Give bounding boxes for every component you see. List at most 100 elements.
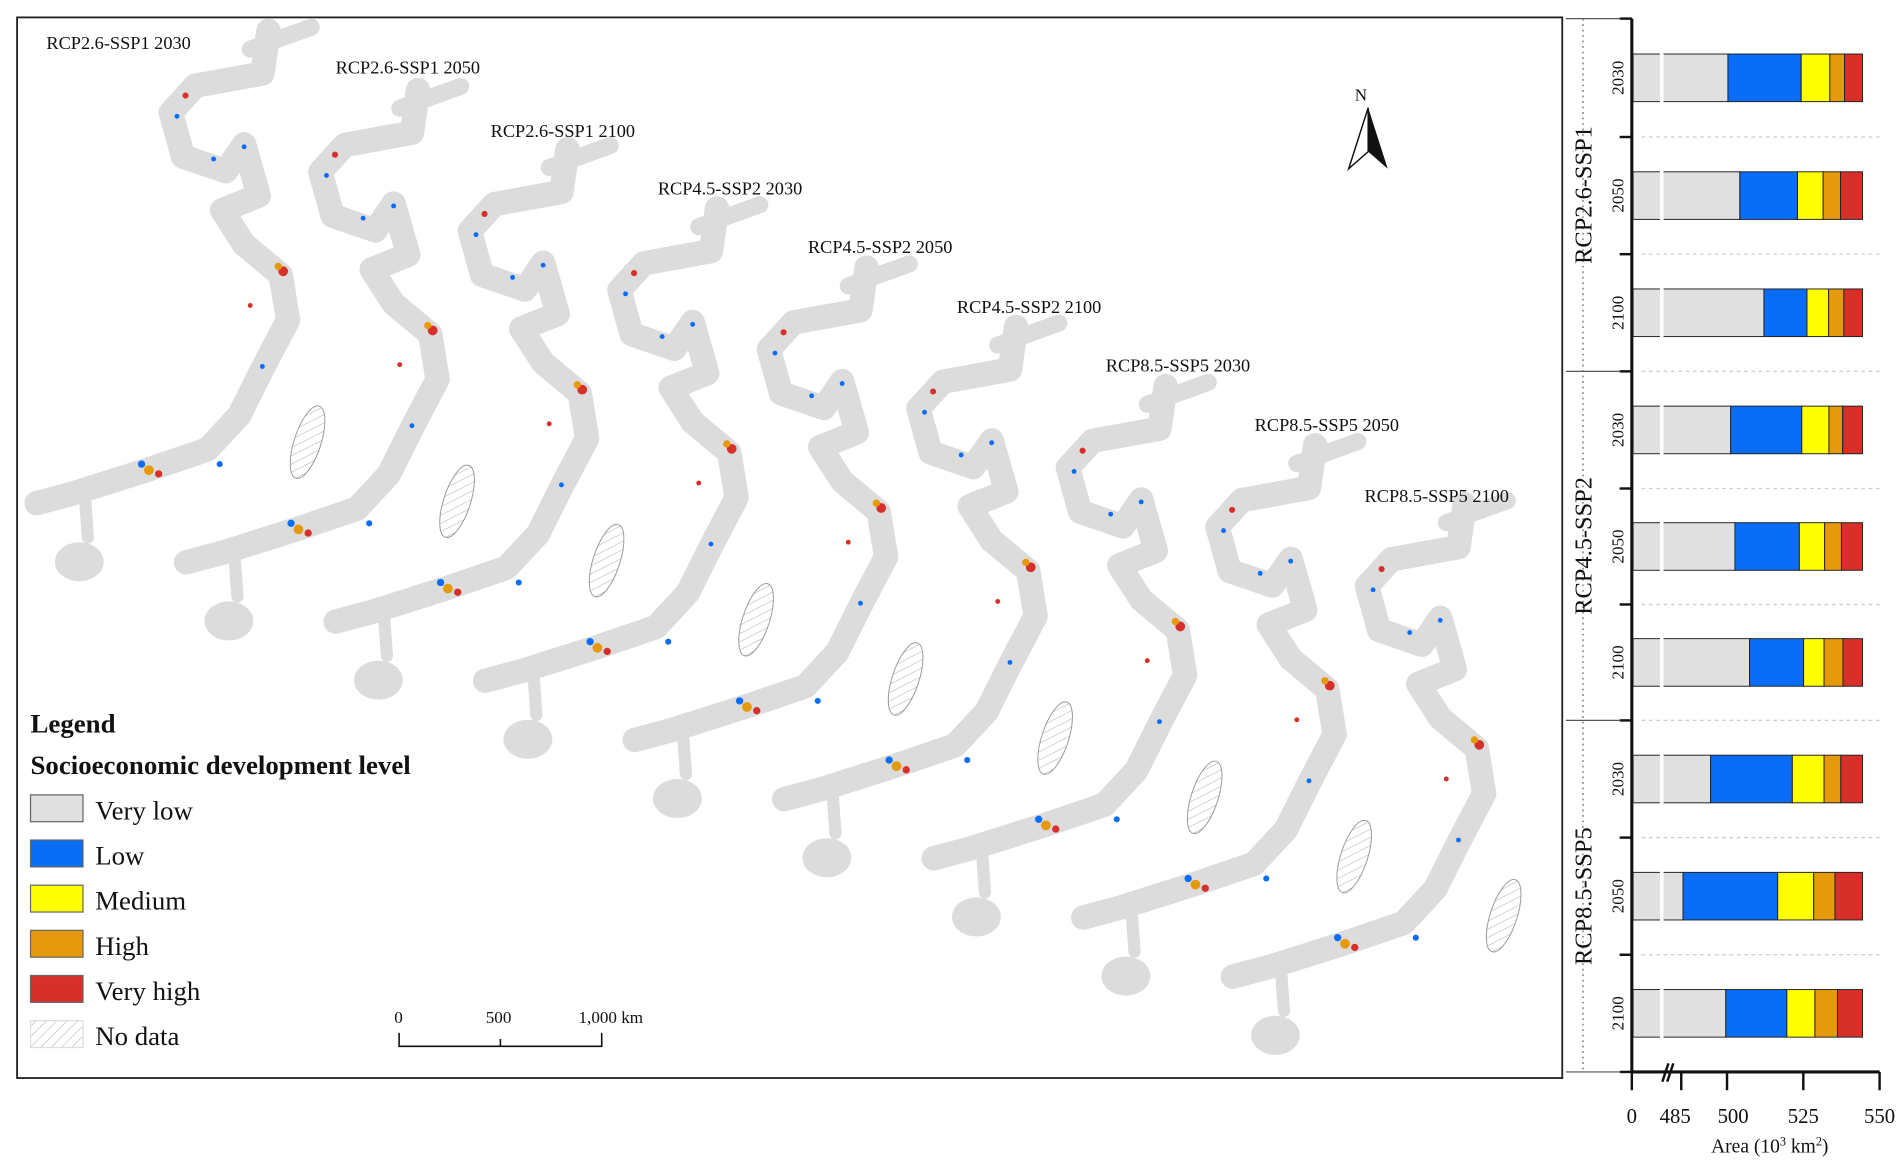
legend-label: Very high [95,976,201,1006]
x-tick-label: 500 [1718,1106,1749,1128]
map-label: RCP4.5-SSP2 2030 [658,178,802,198]
bar-segment-low [1739,171,1798,220]
x-axis-label-part: km [1786,1136,1816,1157]
legend-label: Medium [95,886,186,916]
group-label: RCP4.5-SSP2 [1571,477,1598,615]
bar-segment-very-high [1840,754,1863,804]
year-label: 2030 [1608,61,1627,95]
map-panel: RCP4.5-SSP2 2050 [635,237,952,818]
bar-segment-very-low [1632,989,1727,1038]
bar-segment-high [1828,405,1844,455]
x-tick-label: 485 [1660,1106,1691,1128]
bar-segment-medium [1798,522,1826,571]
bar-segment-very-low [1632,171,1741,220]
legend-swatch-very_high [29,974,84,1003]
bar-segment-medium [1800,53,1831,103]
year-label: 2100 [1608,645,1627,679]
bar-segment-medium [1803,638,1825,687]
map-panel: RCP4.5-SSP2 2030 [485,178,802,758]
scale-label-500: 500 [486,1008,512,1027]
map-label: RCP8.5-SSP5 2030 [1106,355,1250,375]
x-axis-label-part: ) [1822,1136,1829,1157]
map-label: RCP2.6-SSP1 2050 [336,58,480,78]
axis-break-gap [1659,404,1664,455]
bar-segment-very-low [1632,522,1736,571]
bar-segment-low [1734,522,1800,571]
bar-segment-low [1730,405,1803,455]
bar-segment-very-low [1632,288,1765,338]
scale-label-0: 0 [394,1008,403,1027]
bar-segment-high [1828,288,1845,338]
bar-segment-very-high [1842,405,1863,455]
bar-segment-very-low [1632,754,1712,804]
bar-segment-very-high [1844,53,1863,103]
bar-segment-very-high [1843,288,1863,338]
north-arrow-icon: N [1347,85,1388,172]
bar-segment-very-high [1836,989,1863,1038]
bar-segment-low [1682,871,1779,921]
bar-segment-very-high [1842,638,1863,687]
bar-segment-low [1763,288,1808,338]
axis-break-gap [1659,52,1664,103]
map-label: RCP2.6-SSP1 2030 [46,33,190,53]
map-label: RCP8.5-SSP5 2100 [1365,486,1509,506]
axis-break-gap [1659,988,1664,1039]
bar-segment-high [1823,754,1842,804]
bar-segment-very-low [1632,405,1732,455]
scale-label-1000: 1,000 km [579,1008,644,1027]
scale-bar: 0 500 1,000 km [394,1008,644,1048]
bar-segment-low [1727,53,1802,103]
map-label: RCP2.6-SSP1 2100 [491,121,635,141]
bar-segment-high [1813,871,1836,921]
legend-title: Legend [31,709,116,739]
legend-label: Very low [95,795,193,825]
map-frame [16,16,1564,1079]
x-axis-label-part: Area (10 [1711,1136,1780,1157]
year-label: 2100 [1608,296,1627,330]
bar-segment-low [1725,989,1788,1038]
group-label: RCP8.5-SSP5 [1571,827,1598,965]
bar-segment-very-low [1632,53,1729,103]
axis-break-gap [1659,871,1664,922]
bar-segment-high [1814,989,1838,1038]
axis-break-gap [1659,753,1664,805]
map-panel: RCP2.6-SSP1 2050 [186,58,481,641]
year-label: 2030 [1608,413,1627,447]
x-axis-label-part: 3 [1780,1134,1786,1148]
axis-break-gap [1659,637,1664,688]
map-panel: RCP8.5-SSP5 2050 [1083,415,1399,995]
coastline-map [37,27,332,581]
bar-segment-high [1824,522,1842,571]
bar-segment-high [1822,171,1842,220]
legend-label: Low [95,840,145,870]
map-label: RCP4.5-SSP2 2100 [957,297,1101,317]
map-label: RCP8.5-SSP5 2050 [1255,415,1399,435]
legend: Legend Socioeconomic development level V… [29,709,411,1051]
north-label: N [1355,85,1367,104]
axis-break-gap [1659,521,1664,572]
bar-segment-high [1823,638,1844,687]
group-label: RCP2.6-SSP1 [1571,126,1598,264]
axis-break-icon [1661,1062,1675,1083]
x-axis-label-part: 2 [1816,1134,1822,1148]
legend-label: No data [95,1021,179,1051]
bar-segment-very-low [1632,638,1751,687]
bar-segment-medium [1791,754,1825,804]
year-label: 2050 [1608,879,1627,913]
legend-swatch-high [29,929,84,958]
bar-chart: RCP2.6-SSP1203020502100RCP4.5-SSP2203020… [1565,17,1895,1157]
bar-segment-very-high [1834,871,1863,921]
map-panel: RCP2.6-SSP1 2030 [37,27,332,581]
axis-break-gap [1659,170,1664,221]
map-panel: RCP8.5-SSP5 2030 [934,355,1250,936]
year-label: 2100 [1608,996,1627,1030]
bar-segment-medium [1786,989,1816,1038]
axis-break-gap [1659,287,1664,338]
year-label: 2050 [1608,529,1627,563]
legend-swatch-medium [29,884,84,913]
legend-swatch-very_low [29,794,84,823]
legend-swatch-low [29,839,84,868]
legend-label: High [95,931,149,961]
